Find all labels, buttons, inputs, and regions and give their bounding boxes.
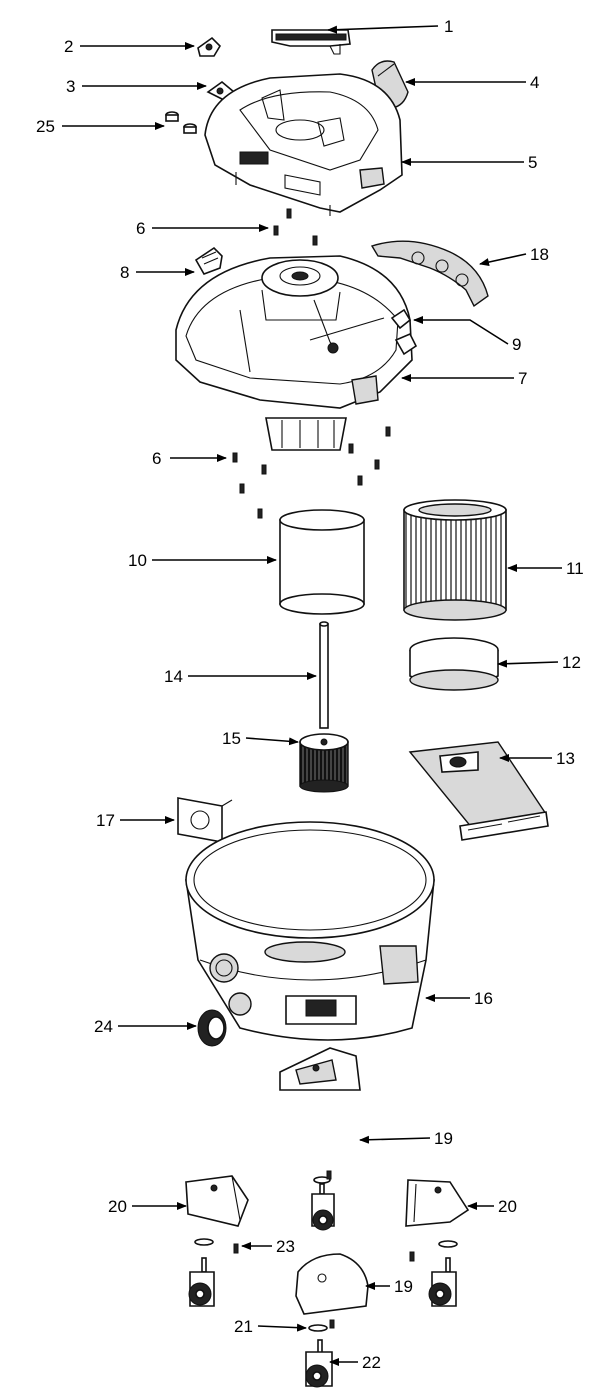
label-part-5: 5 bbox=[528, 153, 537, 172]
part-14-rod bbox=[320, 622, 328, 728]
part-5-motor-cover bbox=[205, 74, 402, 216]
part-22-caster bbox=[306, 1340, 332, 1387]
label-part-23: 23 bbox=[276, 1237, 295, 1256]
part-caster-left bbox=[189, 1239, 214, 1306]
part-caster-center bbox=[312, 1171, 334, 1230]
label-part-16: 16 bbox=[474, 989, 493, 1008]
label-part-13: 13 bbox=[556, 749, 575, 768]
label-part-10: 10 bbox=[128, 551, 147, 570]
part-21-o-ring bbox=[309, 1320, 334, 1331]
part-20-caster-mount-left bbox=[186, 1176, 248, 1226]
label-part-25: 25 bbox=[36, 117, 55, 136]
label-part-20-left: 20 bbox=[108, 1197, 127, 1216]
label-part-11: 11 bbox=[566, 559, 584, 578]
label-part-14: 14 bbox=[164, 667, 183, 686]
label-part-6-lower: 6 bbox=[152, 449, 161, 468]
part-7-motor-head bbox=[176, 256, 416, 450]
label-part-1: 1 bbox=[444, 17, 453, 36]
label-part-20-right: 20 bbox=[498, 1197, 517, 1216]
label-part-6-upper: 6 bbox=[136, 219, 145, 238]
label-part-19-lower: 19 bbox=[394, 1277, 413, 1296]
part-8-latch bbox=[196, 248, 222, 274]
part-25-nuts bbox=[166, 112, 196, 133]
label-part-7: 7 bbox=[518, 369, 527, 388]
label-part-15: 15 bbox=[222, 729, 241, 748]
part-caster-right bbox=[429, 1241, 457, 1306]
part-24-drain-cap bbox=[198, 1010, 226, 1046]
part-1-handle bbox=[272, 30, 350, 54]
label-part-12: 12 bbox=[562, 653, 581, 672]
part-15-small-filter bbox=[300, 734, 348, 792]
label-part-17: 17 bbox=[96, 811, 115, 830]
part-16-tank bbox=[186, 822, 434, 1040]
part-2-latch bbox=[198, 38, 220, 56]
part-12-filter-ring bbox=[410, 638, 498, 690]
label-part-4: 4 bbox=[530, 73, 539, 92]
label-part-8: 8 bbox=[120, 263, 129, 282]
part-19-caster-mount-upper bbox=[280, 1048, 360, 1090]
part-10-foam-sleeve bbox=[280, 510, 364, 614]
label-part-9: 9 bbox=[512, 335, 521, 354]
part-13-dust-bag bbox=[410, 742, 548, 840]
part-6-screws-upper bbox=[274, 209, 317, 245]
label-part-2: 2 bbox=[64, 37, 73, 56]
label-part-18: 18 bbox=[530, 245, 549, 264]
label-part-3: 3 bbox=[66, 77, 75, 96]
label-part-21: 21 bbox=[234, 1317, 253, 1336]
label-part-19-upper: 19 bbox=[434, 1129, 453, 1148]
part-number-labels: 1 2 3 4 25 5 6 18 8 9 7 6 10 11 12 14 15… bbox=[36, 17, 584, 1372]
part-20-caster-mount-right bbox=[406, 1180, 468, 1226]
part-17-deflector bbox=[178, 798, 232, 842]
label-part-22: 22 bbox=[362, 1353, 381, 1372]
label-part-24: 24 bbox=[94, 1017, 113, 1036]
part-19-caster-mount-lower bbox=[296, 1254, 368, 1314]
part-11-cartridge-filter bbox=[404, 500, 506, 620]
